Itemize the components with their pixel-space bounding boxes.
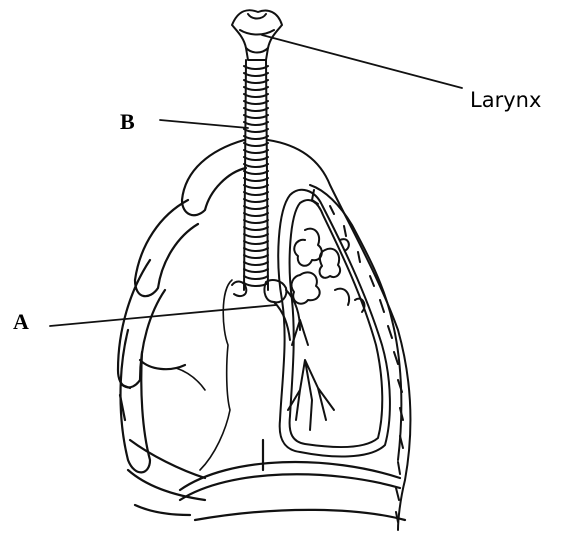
a-label: A [13,309,29,334]
left-lung-outline [176,280,232,470]
trachea-ring [244,136,268,139]
trachea-ring [244,255,268,258]
trachea-ring [244,115,268,118]
trachea-ring [244,178,268,181]
trachea-ring [244,171,268,174]
larynx-label: Larynx [470,88,541,112]
trachea-ring [244,241,268,244]
trachea-ring [244,143,268,146]
trachea-ring [244,213,268,216]
trachea-ring [244,73,268,76]
trachea-ring [244,108,268,111]
trachea-ring [244,122,268,125]
larynx-leader-line [262,35,462,88]
b-label: B [120,109,135,134]
larynx-drawing [232,10,282,60]
trachea-ring [244,276,268,279]
trachea-ring [244,80,268,83]
trachea-ring [244,150,268,153]
trachea-ring [244,157,268,160]
trachea-ring [244,185,268,188]
trachea-ring [244,192,268,195]
trachea-ring [244,199,268,202]
trachea-ring [244,129,268,132]
a-leader-line [50,305,276,326]
trachea-ring [244,87,268,90]
trachea-ring [244,248,268,251]
trachea-ring [244,164,268,167]
trachea-ring [244,94,268,97]
right-lung [278,190,390,457]
trachea-ring [244,206,268,209]
trachea-ring [244,66,268,69]
trachea-ring [244,262,268,265]
trachea-ring [244,269,268,272]
trachea-ring [244,234,268,237]
trachea-ring [244,101,268,104]
b-leader-line [160,120,248,128]
trachea-spine [244,60,268,290]
left-rib-cage [118,140,246,515]
trachea-ring [244,227,268,230]
trachea-ring [244,220,268,223]
